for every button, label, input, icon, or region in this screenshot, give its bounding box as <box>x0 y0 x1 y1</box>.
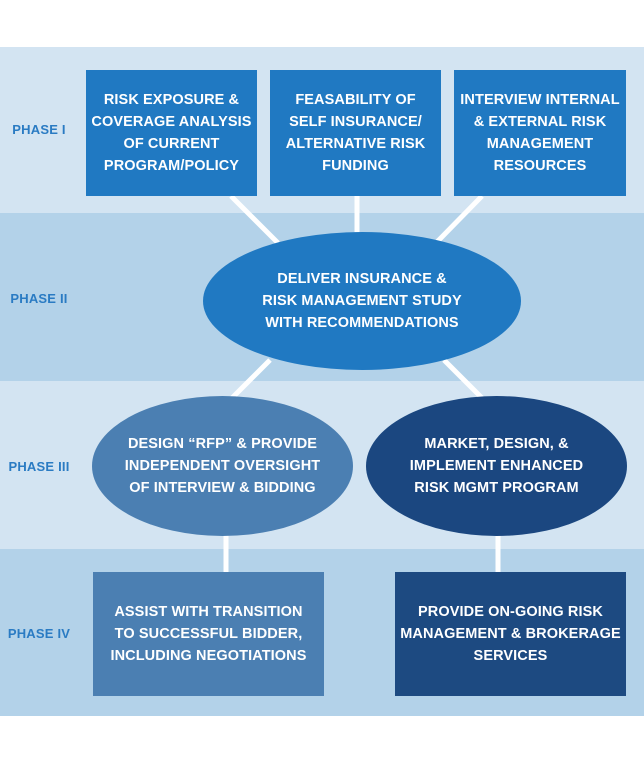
connector-box1-oval <box>229 194 280 245</box>
connector-oval-left <box>230 358 272 400</box>
interview-resources-box: INTERVIEW INTERNAL & EXTERNAL RISK MANAG… <box>454 70 626 196</box>
deliver-study-oval: DELIVER INSURANCE & RISK MANAGEMENT STUD… <box>203 232 521 370</box>
assist-transition-box: ASSIST WITH TRANSITION TO SUCCESSFUL BID… <box>93 572 324 696</box>
phase-2-label: PHASE II <box>10 291 68 306</box>
phase-3-label: PHASE III <box>8 459 70 474</box>
design-rfp-oval: DESIGN “RFP” & PROVIDE INDEPENDENT OVERS… <box>92 396 353 536</box>
risk-exposure-box: RISK EXPOSURE & COVERAGE ANALYSIS OF CUR… <box>86 70 257 196</box>
market-design-oval: MARKET, DESIGN, & IMPLEMENT ENHANCED RIS… <box>366 396 627 536</box>
connector-box3-oval <box>434 194 484 245</box>
phase-4-label: PHASE IV <box>7 626 71 641</box>
ongoing-risk-box: PROVIDE ON-GOING RISK MANAGEMENT & BROKE… <box>395 572 626 696</box>
feasibility-box: FEASABILITY OF SELF INSURANCE/ ALTERNATI… <box>270 70 441 196</box>
phase-1-label: PHASE I <box>12 122 66 137</box>
connector-oval-right <box>442 358 484 400</box>
